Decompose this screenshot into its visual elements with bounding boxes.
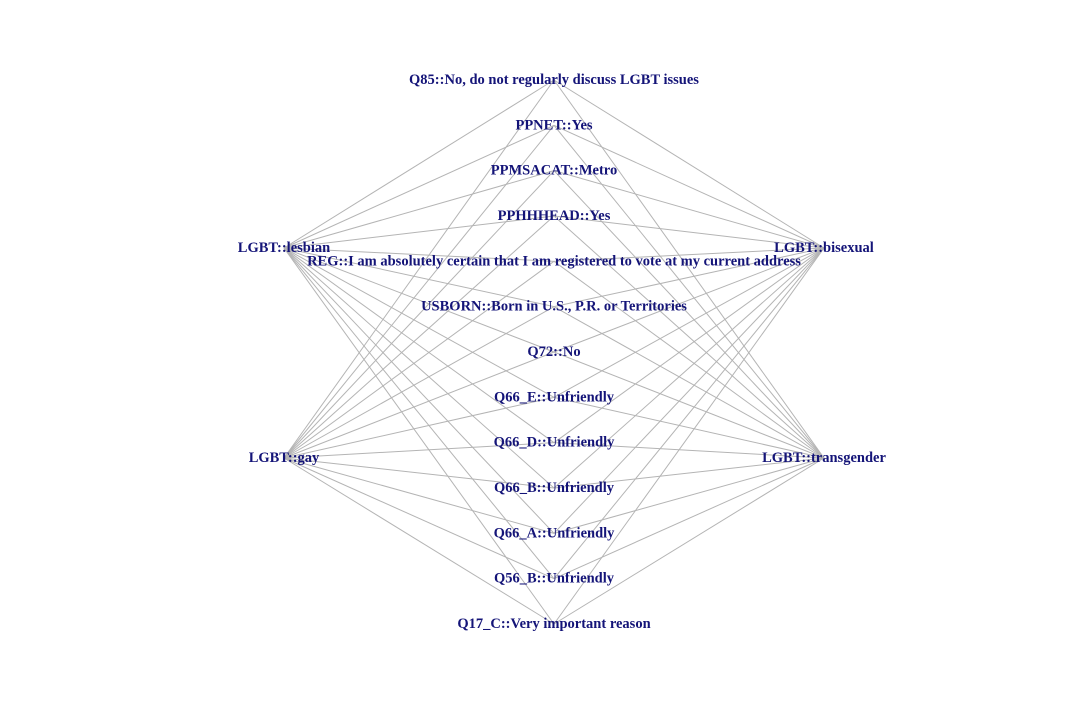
edge-lesbian-q17c (283, 247, 555, 625)
node-label-reg: REG::I am absolutely certain that I am r… (307, 253, 801, 269)
node-label-q66a: Q66_A::Unfriendly (494, 525, 616, 541)
node-label-q66e: Q66_E::Unfriendly (494, 389, 615, 405)
edge-gay-q66e (283, 396, 555, 459)
edge-transgender-reg (553, 260, 825, 459)
edge-lesbian-q66d (283, 247, 555, 444)
edge-bisexual-q56b (553, 247, 825, 579)
edge-bisexual-q66e (553, 247, 825, 398)
edge-transgender-q66b (553, 457, 825, 489)
edge-gay-pphhhead (283, 215, 555, 459)
node-label-q66d: Q66_D::Unfriendly (494, 435, 616, 451)
labels-layer: Q85::No, do not regularly discuss LGBT i… (238, 72, 887, 632)
edge-bisexual-ppnet (553, 124, 825, 249)
edge-lesbian-q56b (283, 247, 555, 579)
edge-lesbian-q85 (283, 79, 555, 249)
edge-lesbian-q66b (283, 247, 555, 489)
edge-transgender-ppmsacat (553, 170, 825, 459)
edge-gay-q72 (283, 351, 555, 459)
node-label-ppnet: PPNET::Yes (515, 117, 592, 133)
edge-gay-q66d (283, 442, 555, 459)
node-label-q17c: Q17_C::Very important reason (457, 616, 650, 632)
edge-lesbian-usborn (283, 247, 555, 308)
edge-lesbian-pphhhead (283, 215, 555, 249)
edge-gay-q85 (283, 79, 555, 459)
edge-bisexual-q85 (553, 79, 825, 249)
edge-lesbian-ppnet (283, 124, 555, 249)
node-label-lesbian: LGBT::lesbian (238, 240, 330, 256)
edge-lesbian-reg (283, 247, 555, 262)
edge-bisexual-q66a (553, 247, 825, 534)
edge-bisexual-q17c (553, 247, 825, 625)
edge-transgender-q66e (553, 396, 825, 459)
edge-transgender-q72 (553, 351, 825, 459)
edge-transgender-usborn (553, 306, 825, 459)
edge-transgender-pphhhead (553, 215, 825, 459)
edge-bisexual-usborn (553, 247, 825, 308)
edge-gay-q56b (283, 457, 555, 580)
edge-transgender-q56b (553, 457, 825, 580)
edge-bisexual-reg (553, 247, 825, 262)
node-label-gay: LGBT::gay (249, 450, 320, 466)
edge-transgender-q85 (553, 79, 825, 459)
edge-lesbian-ppmsacat (283, 170, 555, 249)
edge-transgender-ppnet (553, 125, 825, 459)
edge-bisexual-q66d (553, 247, 825, 444)
node-label-bisexual: LGBT::bisexual (774, 240, 874, 256)
edge-transgender-q66a (553, 457, 825, 534)
node-label-q85: Q85::No, do not regularly discuss LGBT i… (409, 72, 699, 88)
edge-transgender-q17c (553, 457, 825, 625)
node-label-transgender: LGBT::transgender (762, 450, 886, 466)
edge-bisexual-pphhhead (553, 215, 825, 249)
edge-gay-q66b (283, 457, 555, 489)
node-label-q56b: Q56_B::Unfriendly (494, 571, 615, 587)
node-label-q72: Q72::No (527, 344, 580, 360)
edge-lesbian-q66a (283, 247, 555, 534)
edge-lesbian-q72 (283, 247, 555, 353)
edge-bisexual-q66b (553, 247, 825, 489)
edge-gay-q17c (283, 457, 555, 625)
edges-layer (283, 79, 825, 625)
edge-gay-ppmsacat (283, 170, 555, 459)
edge-lesbian-q66e (283, 247, 555, 398)
node-label-ppmsacat: PPMSACAT::Metro (491, 163, 617, 179)
node-label-q66b: Q66_B::Unfriendly (494, 480, 615, 496)
edge-gay-reg (283, 260, 555, 459)
edge-gay-ppnet (283, 125, 555, 459)
edge-bisexual-ppmsacat (553, 170, 825, 249)
edge-transgender-q66d (553, 442, 825, 459)
node-label-usborn: USBORN::Born in U.S., P.R. or Territorie… (421, 299, 687, 315)
edge-gay-usborn (283, 306, 555, 459)
edge-gay-q66a (283, 457, 555, 534)
edge-bisexual-q72 (553, 247, 825, 353)
node-label-pphhhead: PPHHHEAD::Yes (498, 208, 611, 224)
